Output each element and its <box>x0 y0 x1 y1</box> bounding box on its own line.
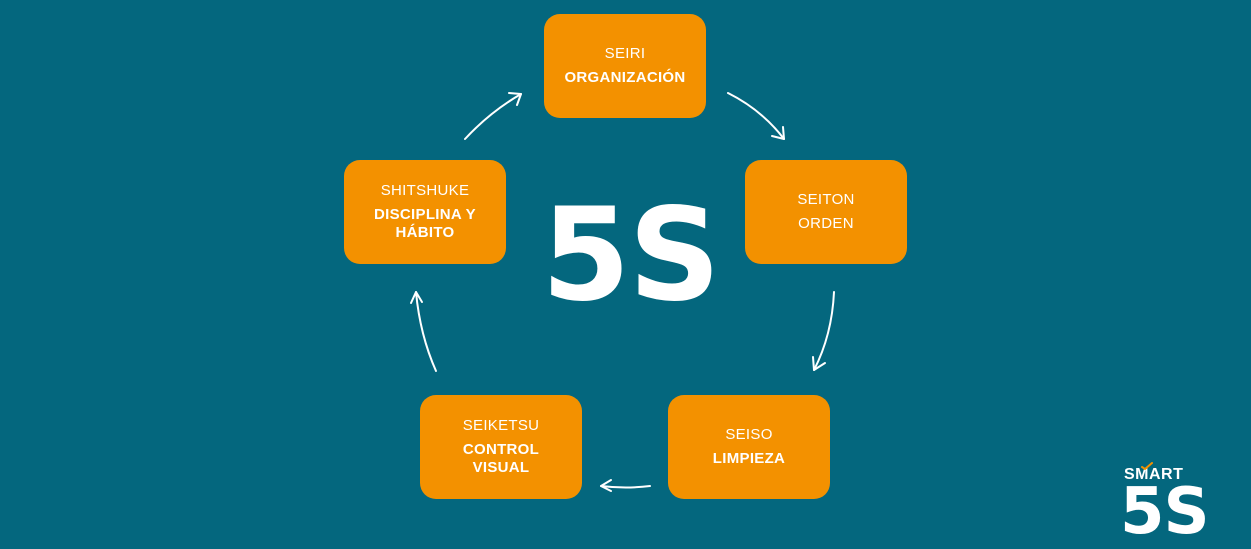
step-japanese-label: SHITSHUKE <box>380 182 470 199</box>
logo-5s-text: 5S <box>1120 475 1210 549</box>
logo-check-accent-icon <box>1141 462 1153 470</box>
step-box-seiketsu: SEIKETSU CONTROL VISUAL <box>420 395 582 499</box>
step-spanish-label: ORDEN <box>798 215 854 232</box>
step-box-seiso: SEISO LIMPIEZA <box>668 395 830 499</box>
smart-5s-logo: SMART 5S <box>1120 462 1210 544</box>
step-japanese-label: SEITON <box>797 191 855 208</box>
step-spanish-label: DISCIPLINA Y HÁBITO <box>374 206 476 241</box>
logo-smart-text: SMART <box>1124 462 1184 484</box>
step-spanish-label: CONTROL VISUAL <box>462 441 540 476</box>
arrow-seiton-to-seiso-icon <box>812 291 835 371</box>
step-box-seiton: SEITON ORDEN <box>745 160 907 264</box>
arrow-seiketsu-to-shitshuke-icon <box>410 291 437 372</box>
five-s-cycle-diagram: SEIRI ORGANIZACIÓN SEITON ORDEN SEISO LI… <box>344 14 1210 544</box>
arrow-seiso-to-seiketsu-icon <box>600 479 651 492</box>
step-box-shitshuke: SHITSHUKE DISCIPLINA Y HÁBITO <box>344 160 506 264</box>
center-title: 5S <box>541 181 720 330</box>
step-spanish-label: ORGANIZACIÓN <box>564 69 686 86</box>
step-japanese-label: SEIRI <box>604 45 646 62</box>
step-japanese-label: SEISO <box>725 426 773 443</box>
arrow-seiri-to-seiton-icon <box>727 92 785 140</box>
logo-line1: SMART <box>1124 466 1184 483</box>
step-japanese-label: SEIKETSU <box>462 417 540 434</box>
arrow-shitshuke-to-seiri-icon <box>464 92 522 140</box>
step-spanish-label: LIMPIEZA <box>712 450 786 467</box>
step-box-seiri: SEIRI ORGANIZACIÓN <box>544 14 706 118</box>
